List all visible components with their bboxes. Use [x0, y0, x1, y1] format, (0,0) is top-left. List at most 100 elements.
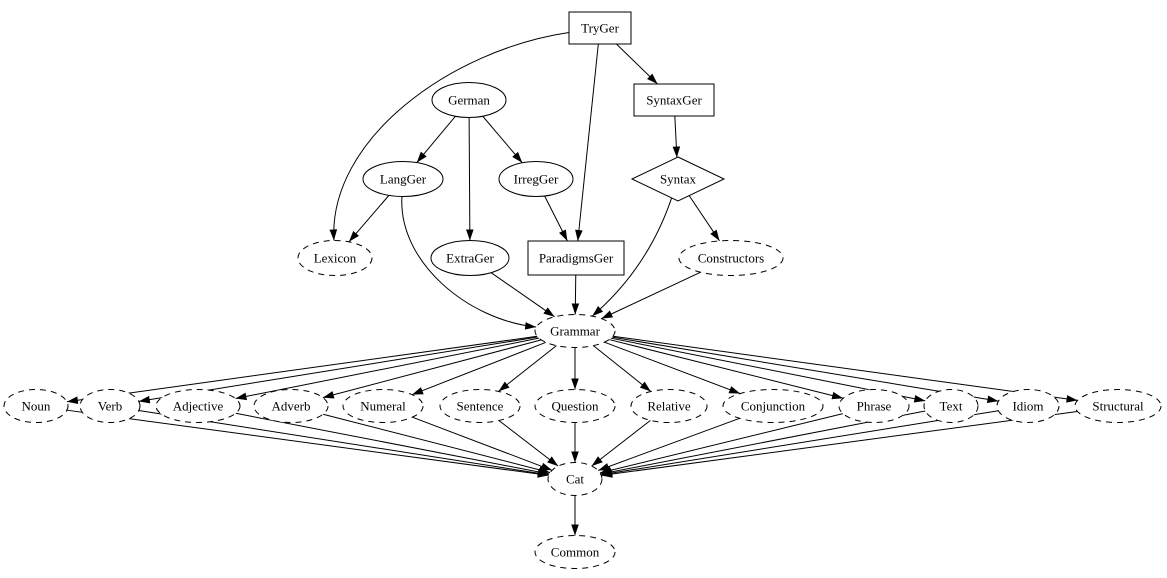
edge-grammar-relative [593, 345, 652, 392]
node-relative: Relative [630, 389, 708, 423]
node-cat-shape [547, 462, 603, 496]
node-constructors-label: Constructors [698, 251, 764, 266]
node-irregger: IrregGer [498, 161, 574, 197]
edge-grammar-numeral [411, 341, 547, 396]
edge-grammar-noun-arrowhead [66, 396, 79, 404]
node-common: Common [534, 535, 616, 569]
edge-german-extrager [468, 117, 471, 241]
node-syntax-label: Syntax [660, 172, 697, 187]
node-extrager-shape [430, 240, 510, 276]
node-adverb-label: Adverb [272, 399, 311, 414]
node-grammar-label: Grammar [550, 324, 600, 339]
node-idiom: Idiom [996, 389, 1060, 423]
edge-tryger-syntaxger-arrowhead [647, 73, 658, 84]
edge-extrager-grammar [490, 272, 555, 318]
edge-sentence-cat-arrowhead [547, 456, 559, 467]
node-extrager: ExtraGer [430, 240, 510, 276]
edge-grammar-question-arrowhead [571, 378, 579, 390]
node-langger-shape [362, 161, 444, 197]
edge-syntax-grammar-arrowhead [592, 306, 604, 317]
edge-tryger-paradigmsger-arrowhead [575, 229, 583, 241]
node-adjective: Adjective [155, 389, 241, 423]
node-adverb-shape [253, 389, 329, 423]
node-sentence-shape [439, 389, 521, 423]
node-syntaxger: SyntaxGer [633, 83, 715, 117]
node-tryger-shape [568, 11, 632, 45]
edge-grammar-adverb [322, 339, 542, 399]
node-adjective-shape [155, 389, 241, 423]
edge-grammar-noun [66, 335, 538, 403]
edge-grammar-idiom [612, 336, 999, 402]
node-text-shape [923, 389, 979, 423]
edge-tryger-paradigmsger [577, 43, 599, 242]
edge-structural-cat [601, 410, 1078, 476]
node-conjunction: Conjunction [722, 389, 824, 423]
node-numeral: Numeral [342, 389, 424, 423]
node-noun-label: Noun [22, 399, 51, 414]
edge-grammar-relative-arrowhead [639, 381, 651, 392]
node-idiom-shape [996, 389, 1060, 423]
edge-grammar-structural [612, 335, 1078, 401]
node-paradigmsger-label: ParadigmsGer [539, 251, 614, 266]
node-verb-label: Verb [98, 399, 123, 414]
edge-grammar-idiom-arrowhead [986, 395, 999, 404]
node-german-shape [431, 82, 507, 118]
node-cat: Cat [547, 462, 603, 496]
edge-grammar-conjunction-arrowhead [728, 386, 741, 394]
node-constructors-shape [678, 240, 784, 276]
node-verb-shape [79, 389, 141, 423]
edge-german-irregger-arrowhead [512, 151, 523, 163]
edge-idiom-cat [601, 410, 999, 476]
node-sentence-label: Sentence [457, 399, 504, 414]
edge-tryger-lexicon [333, 32, 570, 241]
edge-langger-grammar [401, 196, 537, 328]
node-langger: LangGer [362, 161, 444, 197]
edge-syntax-constructors-arrowhead [710, 229, 720, 241]
edge-grammar-sentence-arrowhead [498, 381, 510, 392]
node-phrase: Phrase [838, 389, 910, 423]
node-structural-shape [1074, 389, 1162, 423]
edge-grammar-conjunction [604, 341, 741, 395]
edge-extrager-grammar-arrowhead [543, 307, 555, 317]
node-relative-label: Relative [647, 399, 691, 414]
node-structural: Structural [1074, 389, 1162, 423]
edge-sentence-cat [498, 420, 559, 467]
node-conjunction-shape [722, 389, 824, 423]
node-question-label: Question [552, 399, 599, 414]
edge-adjective-cat [235, 412, 550, 475]
node-conjunction-label: Conjunction [741, 399, 806, 414]
node-adverb: Adverb [253, 389, 329, 423]
node-phrase-label: Phrase [857, 399, 892, 414]
node-paradigmsger-shape [527, 240, 625, 276]
node-constructors: Constructors [678, 240, 784, 276]
edge-grammar-adjective-arrowhead [235, 392, 247, 401]
edge-paradigmsger-grammar-arrowhead [571, 303, 580, 315]
node-text: Text [923, 389, 979, 423]
node-text-label: Text [940, 399, 963, 414]
edge-cat-common-arrowhead [571, 524, 579, 536]
node-noun: Noun [3, 389, 69, 423]
edge-constructors-grammar-arrowhead [601, 310, 614, 319]
edge-numeral-cat [412, 416, 553, 471]
edge-numeral-cat-arrowhead [540, 462, 553, 471]
node-common-shape [534, 535, 616, 569]
node-langger-label: LangGer [380, 172, 427, 187]
node-question: Question [534, 389, 616, 423]
edge-grammar-verb-arrowhead [138, 395, 151, 404]
edge-grammar-phrase [609, 339, 844, 399]
node-syntax-shape [630, 156, 726, 202]
node-numeral-shape [342, 389, 424, 423]
node-question-shape [534, 389, 616, 423]
node-tryger: TryGer [568, 11, 632, 45]
node-german: German [431, 82, 507, 118]
edge-grammar-numeral-arrowhead [412, 387, 424, 395]
edge-tryger-lexicon-arrowhead [329, 229, 338, 241]
node-idiom-label: Idiom [1012, 399, 1043, 414]
edge-langger-grammar-arrowhead [524, 322, 537, 330]
edge-grammar-adjective [235, 337, 540, 400]
edge-langger-lexicon-arrowhead [348, 230, 360, 242]
edge-grammar-structural-arrowhead [1066, 395, 1078, 403]
node-lexicon-label: Lexicon [314, 251, 357, 266]
node-tryger-label: TryGer [581, 21, 619, 36]
node-relative-shape [630, 389, 708, 423]
